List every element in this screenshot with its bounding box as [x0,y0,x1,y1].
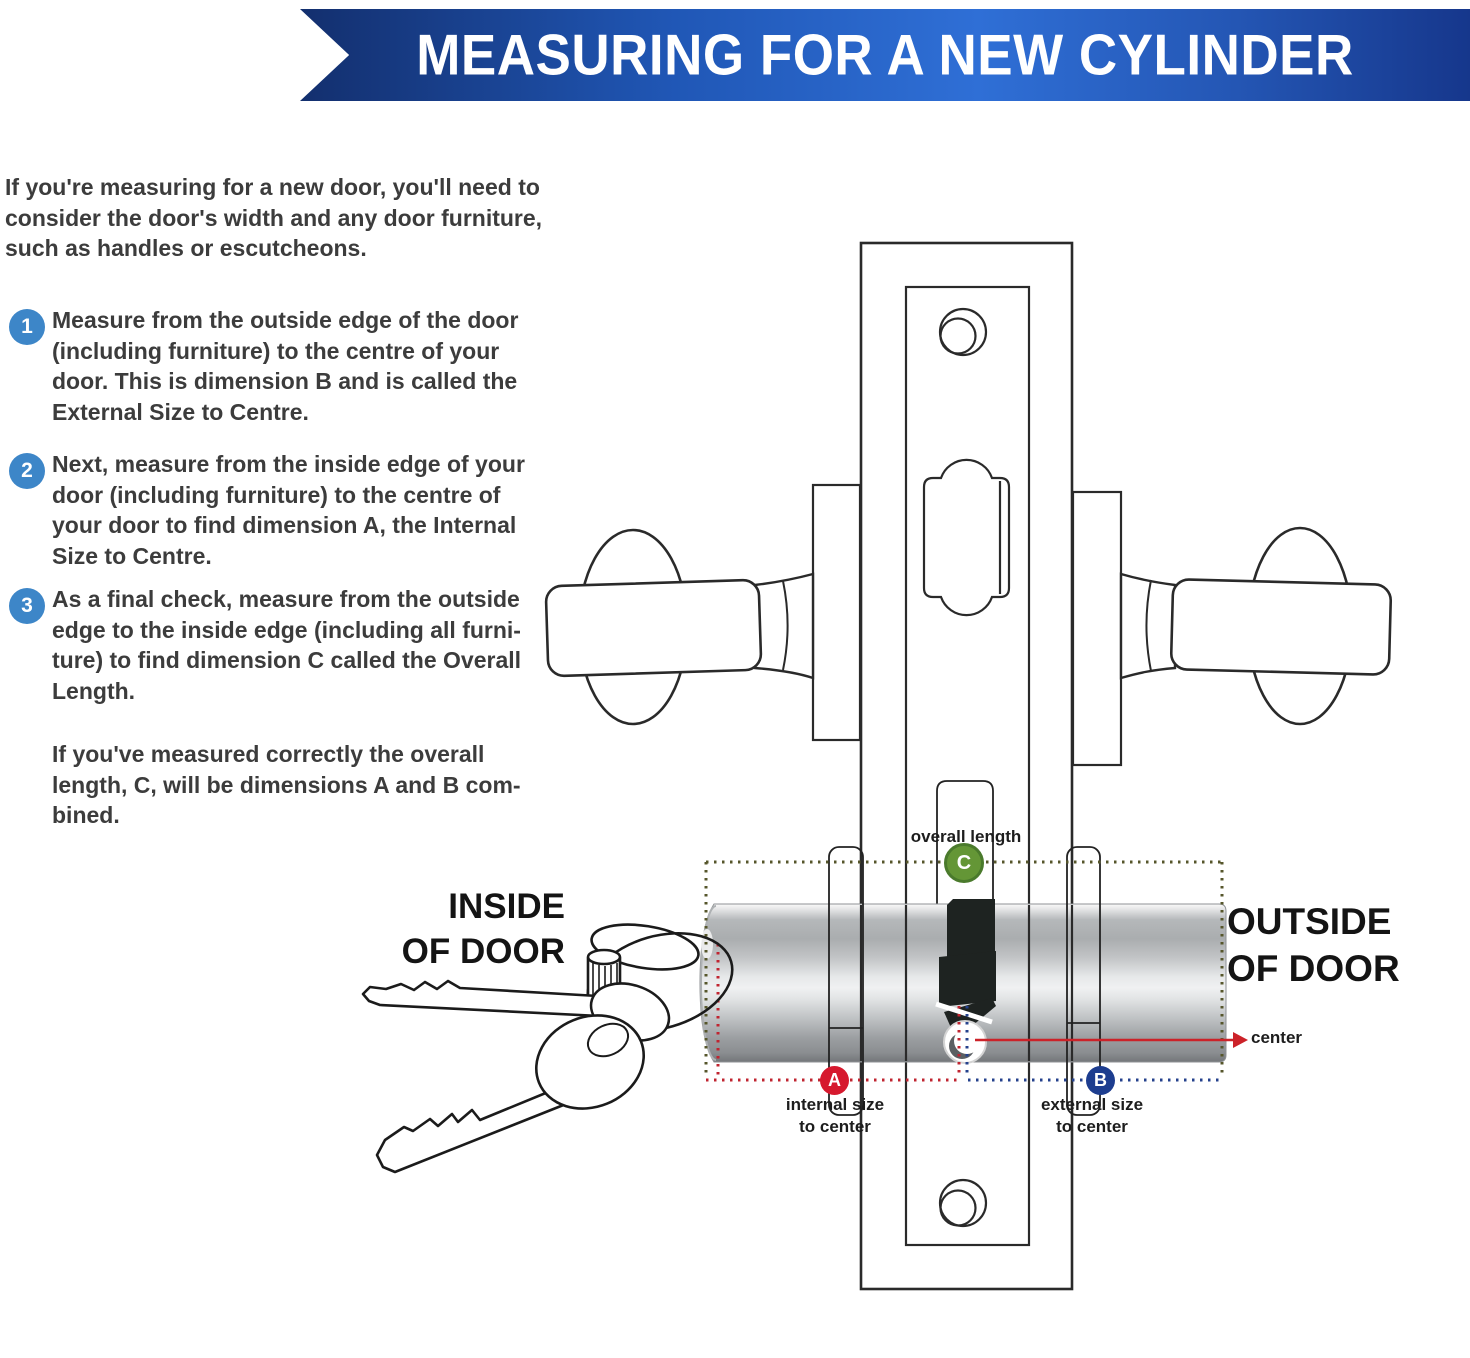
step-2-number: 2 [21,459,33,482]
intro-paragraph: If you're measuring for a new door, you'… [5,174,543,261]
external-size-label: external size to center [1040,1095,1144,1136]
inside-of-door-label: INSIDE OF DOOR [401,887,565,971]
center-arrow-icon [975,1032,1248,1048]
cylinder-screw-icon [943,1020,987,1064]
overall-length-label: overall length [910,827,1022,846]
marker-a-letter: A [828,1070,841,1090]
bottom-screw-hole-icon [938,1178,988,1228]
cam-bracket [936,780,994,915]
keyring-small-icon [590,923,700,971]
right-backplate [1071,490,1123,767]
marker-b-letter: B [1094,1070,1107,1090]
measurement-brackets [828,846,1101,1116]
marker-b-badge: B [1086,1066,1115,1095]
step-2-badge: 2 [9,453,45,489]
step-3-badge: 3 [9,588,45,624]
closing-paragraph: If you've measured correctly the overall… [52,741,521,828]
step-3-number: 3 [21,594,33,617]
latch-follower [922,458,1011,617]
external-bracket [1066,846,1101,1116]
center-label: center [1251,1028,1303,1047]
marker-a-badge: A [820,1066,849,1095]
page-title: MEASURING FOR A NEW CYLINDER [416,23,1354,87]
keys-illustration [361,923,734,1174]
left-backplate [811,483,862,742]
marker-c-letter: C [956,851,972,874]
left-handle [544,483,862,742]
left-lever [544,578,763,678]
lower-key-icon [375,1014,646,1174]
screw-holes [938,307,988,1228]
internal-bracket [828,846,864,1116]
step-1-badge: 1 [9,309,45,345]
step-1-text: Measure from the outside edge of the doo… [52,307,519,425]
right-handle [1071,490,1393,767]
outside-of-door-label: OUTSIDE OF DOOR [1227,901,1400,989]
right-lever [1169,578,1393,676]
title-banner: MEASURING FOR A NEW CYLINDER [300,9,1470,101]
marker-c-badge: C [944,843,984,883]
internal-size-label: internal size to center [785,1095,885,1136]
step-2-text: Next, measure from the inside edge of yo… [52,451,525,569]
inner-plate [904,285,1031,1247]
step-1-number: 1 [21,315,33,338]
step-3-text: As a final check, measure from the outsi… [52,586,522,704]
lock-plates [859,241,1074,1291]
plate-lines-over-cylinder [859,905,1074,1061]
